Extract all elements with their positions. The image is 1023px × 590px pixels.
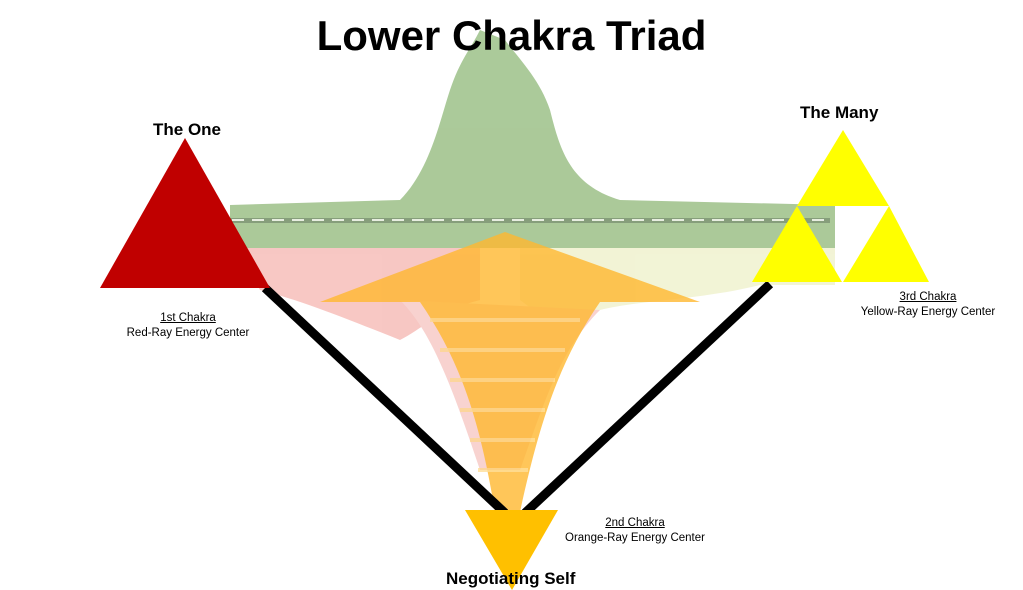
chakra-name: 1st Chakra xyxy=(160,312,216,324)
energy-center: Orange-Ray Energy Center xyxy=(565,532,705,544)
connector-many-self xyxy=(521,280,774,517)
energy-center: Red-Ray Energy Center xyxy=(126,327,250,339)
caption-1st-chakra: 1st Chakra Red-Ray Energy Center xyxy=(113,311,263,341)
caption-2nd-chakra: 2nd Chakra Orange-Ray Energy Center xyxy=(560,516,710,546)
label-the-many: The Many xyxy=(800,103,879,122)
label-the-one: The One xyxy=(153,120,222,139)
caption-3rd-chakra: 3rd Chakra Yellow-Ray Energy Center xyxy=(848,290,1008,320)
red-triangle xyxy=(100,138,270,288)
orange-triangle xyxy=(465,510,558,590)
page-title: Lower Chakra Triad xyxy=(316,12,707,59)
chakra-name: 2nd Chakra xyxy=(605,517,665,529)
label-negotiating-self: Negotiating Self xyxy=(446,569,576,588)
yellow-triforce xyxy=(752,130,929,282)
chakra-name: 3rd Chakra xyxy=(899,291,957,303)
energy-center: Yellow-Ray Energy Center xyxy=(860,306,996,318)
orange-arrow xyxy=(320,232,700,512)
connector-one-self xyxy=(261,284,509,517)
